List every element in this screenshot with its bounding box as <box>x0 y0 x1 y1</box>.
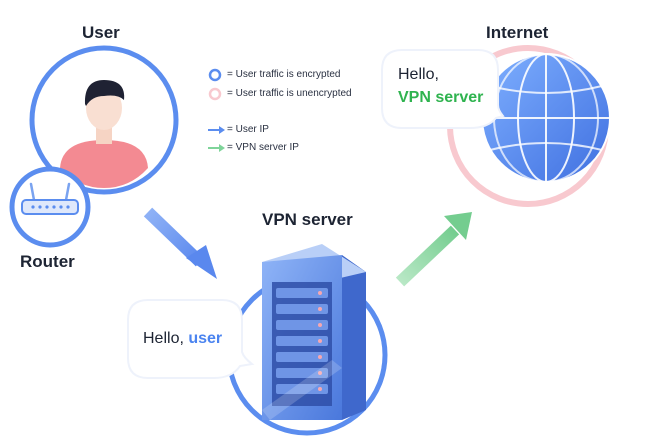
legend-encrypted-text: = User traffic is encrypted <box>227 69 341 80</box>
router-icon <box>21 182 79 215</box>
user-avatar-icon <box>60 80 148 188</box>
legend-encrypted-marker <box>208 68 222 82</box>
server-bubble-text: Hello, user <box>143 330 222 348</box>
vpn-server-node <box>226 244 388 436</box>
legend-user-ip-arrow-icon <box>208 126 225 134</box>
vpn-ip-arrow-icon <box>395 212 472 287</box>
router-label: Router <box>20 252 75 271</box>
internet-node <box>447 45 611 207</box>
legend-user-ip-text: = User IP <box>227 124 269 135</box>
legend-unencrypted-marker <box>208 87 222 101</box>
legend-vpn-ip-arrow-icon <box>208 144 225 152</box>
legend-vpn-ip-text: = VPN server IP <box>227 142 299 153</box>
internet-speech-bubble <box>381 49 505 129</box>
router-node <box>9 166 91 248</box>
server-bubble-greeting: Hello, <box>143 330 184 347</box>
server-rack-icon <box>262 244 366 420</box>
user-label: User <box>82 23 120 42</box>
internet-label: Internet <box>486 23 549 42</box>
internet-bubble-line1: Hello, <box>398 66 439 83</box>
server-speech-bubble <box>127 299 255 379</box>
legend <box>208 68 225 152</box>
user-ip-arrow-icon <box>143 207 217 279</box>
server-bubble-name: user <box>188 330 223 347</box>
globe-icon <box>481 53 611 183</box>
vpn-server-label: VPN server <box>262 210 353 229</box>
legend-unencrypted-text: = User traffic is unencrypted <box>227 88 352 99</box>
user-node <box>29 45 179 195</box>
internet-bubble-line2: VPN server <box>398 89 484 106</box>
